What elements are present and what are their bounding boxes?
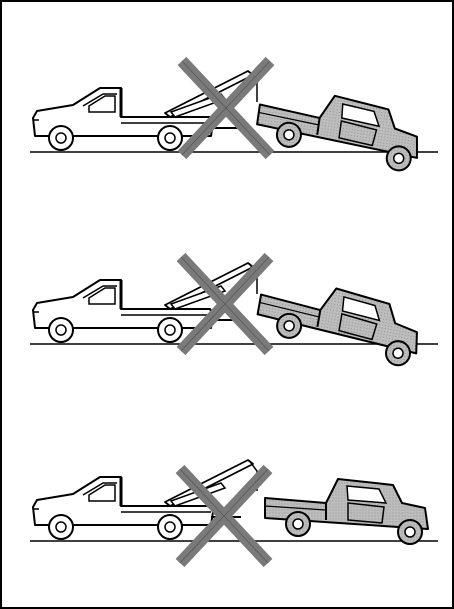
- towing-prohibition-diagram: [0, 0, 454, 609]
